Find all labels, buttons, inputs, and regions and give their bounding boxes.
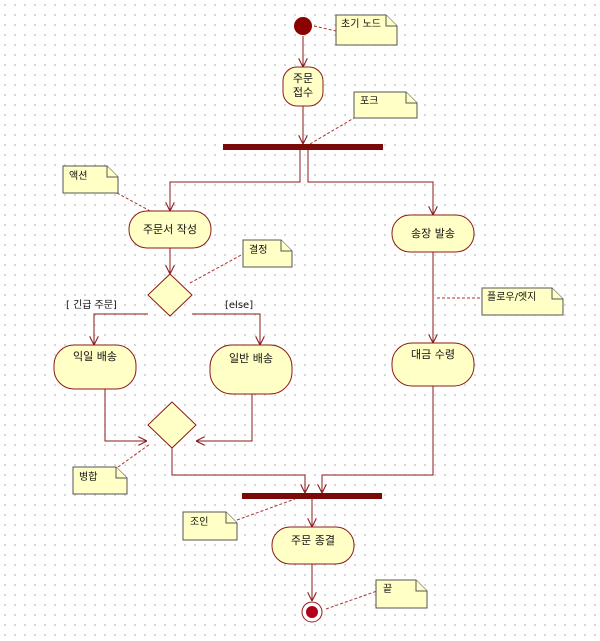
note-merge: 병합 <box>72 466 128 495</box>
guard-else: [else] <box>225 300 253 311</box>
write-order-label: 주문서 작성 <box>143 223 197 236</box>
control-flows <box>94 36 433 601</box>
note-join-text: 조인 <box>190 516 208 528</box>
note-join: 조인 <box>182 511 238 541</box>
connector-decision-note <box>189 253 244 284</box>
note-end-text: 끝 <box>383 583 392 595</box>
connector-fork-note <box>309 117 355 145</box>
note-flow-edge: 플로우/엣지 <box>481 287 564 316</box>
final-node <box>301 601 323 623</box>
flow-next-day-to-merge <box>104 389 147 441</box>
flow-decision-to-normal <box>192 313 260 345</box>
connector-action-note <box>116 192 153 213</box>
connector-merge-note <box>117 443 151 468</box>
normal-delivery-label: 일반 배송 <box>229 351 273 365</box>
note-end: 끝 <box>375 579 428 609</box>
note-decision-text: 결정 <box>249 244 267 256</box>
flow-fork-to-send-invoice <box>307 150 433 215</box>
guard-urgent: [ 긴급 주문] <box>66 299 117 311</box>
note-fork: 포크 <box>353 91 418 119</box>
note-decision: 결정 <box>242 239 293 268</box>
flow-payment-to-join <box>322 386 434 493</box>
action-send-invoice: 송장 발송 <box>391 214 475 253</box>
decision-node <box>147 273 193 317</box>
receive-order-label-line1: 주문 <box>293 72 313 85</box>
action-close-order: 주문 종결 <box>271 526 355 565</box>
note-fork-text: 포크 <box>360 96 378 107</box>
action-receive-payment: 대금 수령 <box>391 342 475 387</box>
action-normal-delivery: 일반 배송 <box>209 344 293 395</box>
flow-normal-to-merge <box>196 394 253 441</box>
send-invoice-label: 송장 발송 <box>411 227 455 240</box>
note-initial-node-text: 초기 노드 <box>341 18 381 30</box>
note-flow-edge-text: 플로우/엣지 <box>487 291 536 303</box>
note-merge-text: 병합 <box>79 471 97 483</box>
action-receive-order: 주문 접수 <box>282 66 324 107</box>
note-connectors <box>116 25 482 610</box>
receive-payment-label: 대금 수령 <box>411 348 455 361</box>
flow-merge-to-join <box>171 448 305 493</box>
note-action: 액션 <box>62 165 119 194</box>
note-action-text: 액션 <box>69 170 87 182</box>
note-initial-node: 초기 노드 <box>335 14 398 46</box>
action-write-order: 주문서 작성 <box>128 210 212 249</box>
flow-decision-to-next-day <box>94 313 148 345</box>
next-day-delivery-label: 익일 배송 <box>73 349 117 363</box>
merge-node <box>147 401 197 449</box>
flow-fork-to-write-order <box>170 150 301 211</box>
join-bar <box>242 493 382 499</box>
fork-bar <box>223 144 383 150</box>
connector-end-note <box>325 589 381 610</box>
connector-initial-note <box>313 25 337 32</box>
receive-order-label-line2: 접수 <box>293 86 313 99</box>
connector-join-note <box>236 498 296 521</box>
close-order-label: 주문 종결 <box>291 534 335 547</box>
action-next-day-delivery: 익일 배송 <box>53 344 137 390</box>
initial-node <box>294 17 312 35</box>
